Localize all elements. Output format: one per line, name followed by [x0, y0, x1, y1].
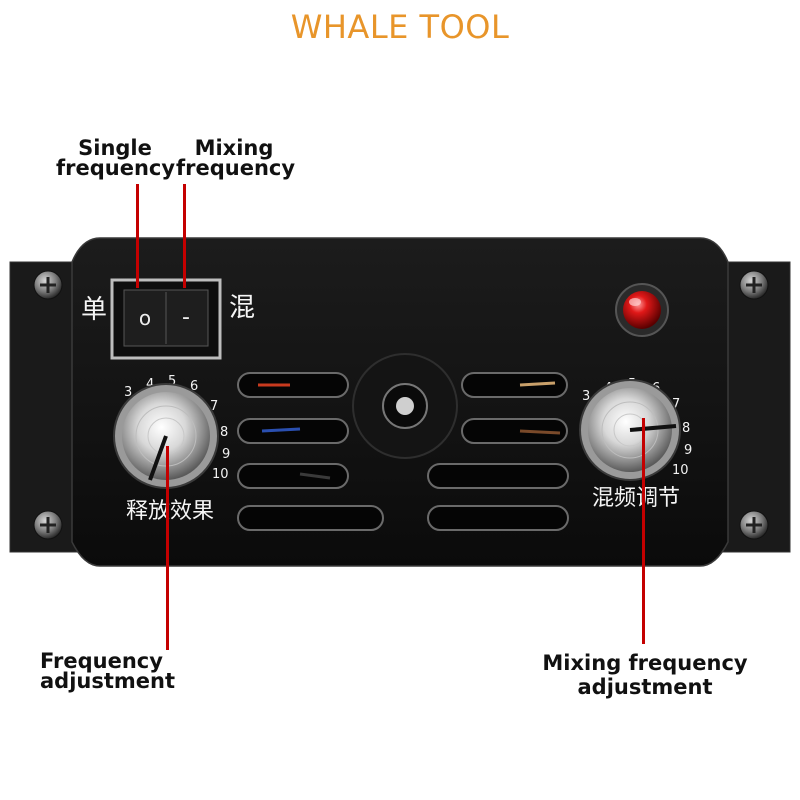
switch-label-single: 单 — [81, 295, 107, 325]
callout-line-single — [136, 184, 139, 288]
brand-title: WHALE TOOL — [290, 8, 510, 46]
svg-text:7: 7 — [672, 397, 680, 412]
screw-icon — [33, 270, 63, 300]
callout-mix-adj-line1: Mixing frequency — [542, 651, 748, 675]
mixing-frequency-adjustment-knob[interactable] — [579, 379, 681, 481]
dc-power-jack[interactable] — [352, 353, 458, 459]
svg-text:9: 9 — [684, 443, 692, 458]
svg-text:3: 3 — [124, 385, 132, 400]
callout-mix-adj-line2: adjustment — [577, 675, 713, 699]
svg-text:5: 5 — [168, 374, 176, 389]
switch-on-symbol: - — [182, 305, 190, 330]
left-dial-scale: 3 4 5 6 7 8 9 10 — [124, 374, 230, 482]
indicator-led — [615, 283, 669, 337]
screw-icon — [33, 510, 63, 540]
svg-text:10: 10 — [212, 467, 229, 482]
screw-icon — [739, 270, 769, 300]
callout-mixing-frequency: Mixing frequency — [176, 136, 296, 180]
svg-text:10: 10 — [672, 463, 689, 478]
svg-text:3: 3 — [582, 389, 590, 404]
frequency-adjustment-knob[interactable] — [113, 383, 219, 489]
screw-icon — [739, 510, 769, 540]
vent-slots — [237, 372, 569, 531]
switch-off-symbol: o — [139, 306, 151, 330]
internal-wires — [258, 381, 561, 480]
svg-text:7: 7 — [210, 399, 218, 414]
callout-frequency-adjustment: Frequency adjustment — [40, 649, 176, 693]
svg-text:8: 8 — [682, 421, 690, 436]
callout-mixing-line1: Mixing — [194, 136, 274, 160]
svg-text:8: 8 — [220, 425, 228, 440]
svg-text:9: 9 — [222, 447, 230, 462]
callout-single-line1: Single — [78, 136, 152, 160]
switch-label-mixing: 混 — [229, 293, 255, 323]
callout-mixing-frequency-adjustment: Mixing frequency adjustment — [540, 651, 750, 699]
callout-mixing-line2: frequency — [176, 156, 296, 180]
callout-single-frequency: Single frequency — [56, 136, 176, 180]
svg-text:4: 4 — [146, 377, 154, 392]
callout-line-mix-adj — [642, 418, 645, 644]
callout-line-mixing — [183, 184, 186, 288]
right-knob-label: 混频调节 — [592, 486, 680, 511]
callout-line-freq-adj — [166, 446, 169, 650]
callout-single-line2: frequency — [56, 156, 176, 180]
mode-rocker-switch[interactable]: o - — [110, 278, 222, 360]
left-knob-label: 释放效果 — [126, 499, 214, 524]
svg-text:6: 6 — [190, 379, 198, 394]
